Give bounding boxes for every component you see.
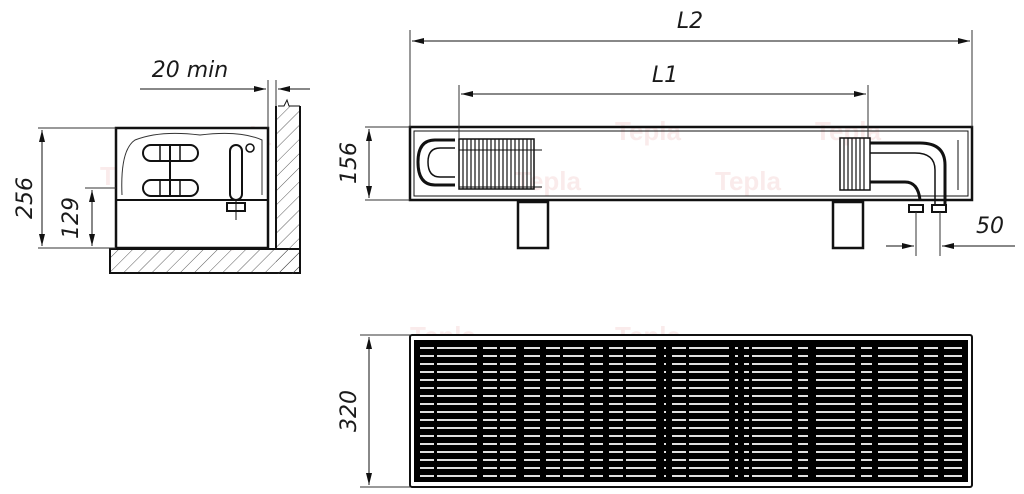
heat-exchanger-right (839, 137, 959, 213)
support-leg-right (831, 200, 865, 250)
grille-slots (420, 347, 962, 477)
dim-width-320: 320 (337, 390, 362, 432)
heat-exchanger-left (416, 138, 542, 190)
top-view-grille: 320 (337, 334, 973, 488)
floor-slab (109, 248, 301, 274)
svg-text:Tepla: Tepla (715, 166, 782, 196)
front-view: L2 L1 156 50 (337, 9, 1015, 256)
dim-L2: L2 (677, 9, 703, 34)
dim-L1: L1 (652, 63, 678, 88)
side-section-view: 256 129 20 min (13, 58, 310, 274)
dim-pipe-spacing: 50 (976, 214, 1004, 239)
svg-text:Tepla: Tepla (515, 166, 582, 196)
dim-wall-gap: 20 min (152, 58, 228, 83)
dim-total-height: 256 (13, 177, 38, 219)
dim-pipe-height: 129 (59, 197, 84, 239)
dim-height-156: 156 (337, 142, 362, 184)
support-leg-left (516, 200, 550, 250)
convector-body (408, 125, 974, 202)
wall (276, 106, 300, 274)
